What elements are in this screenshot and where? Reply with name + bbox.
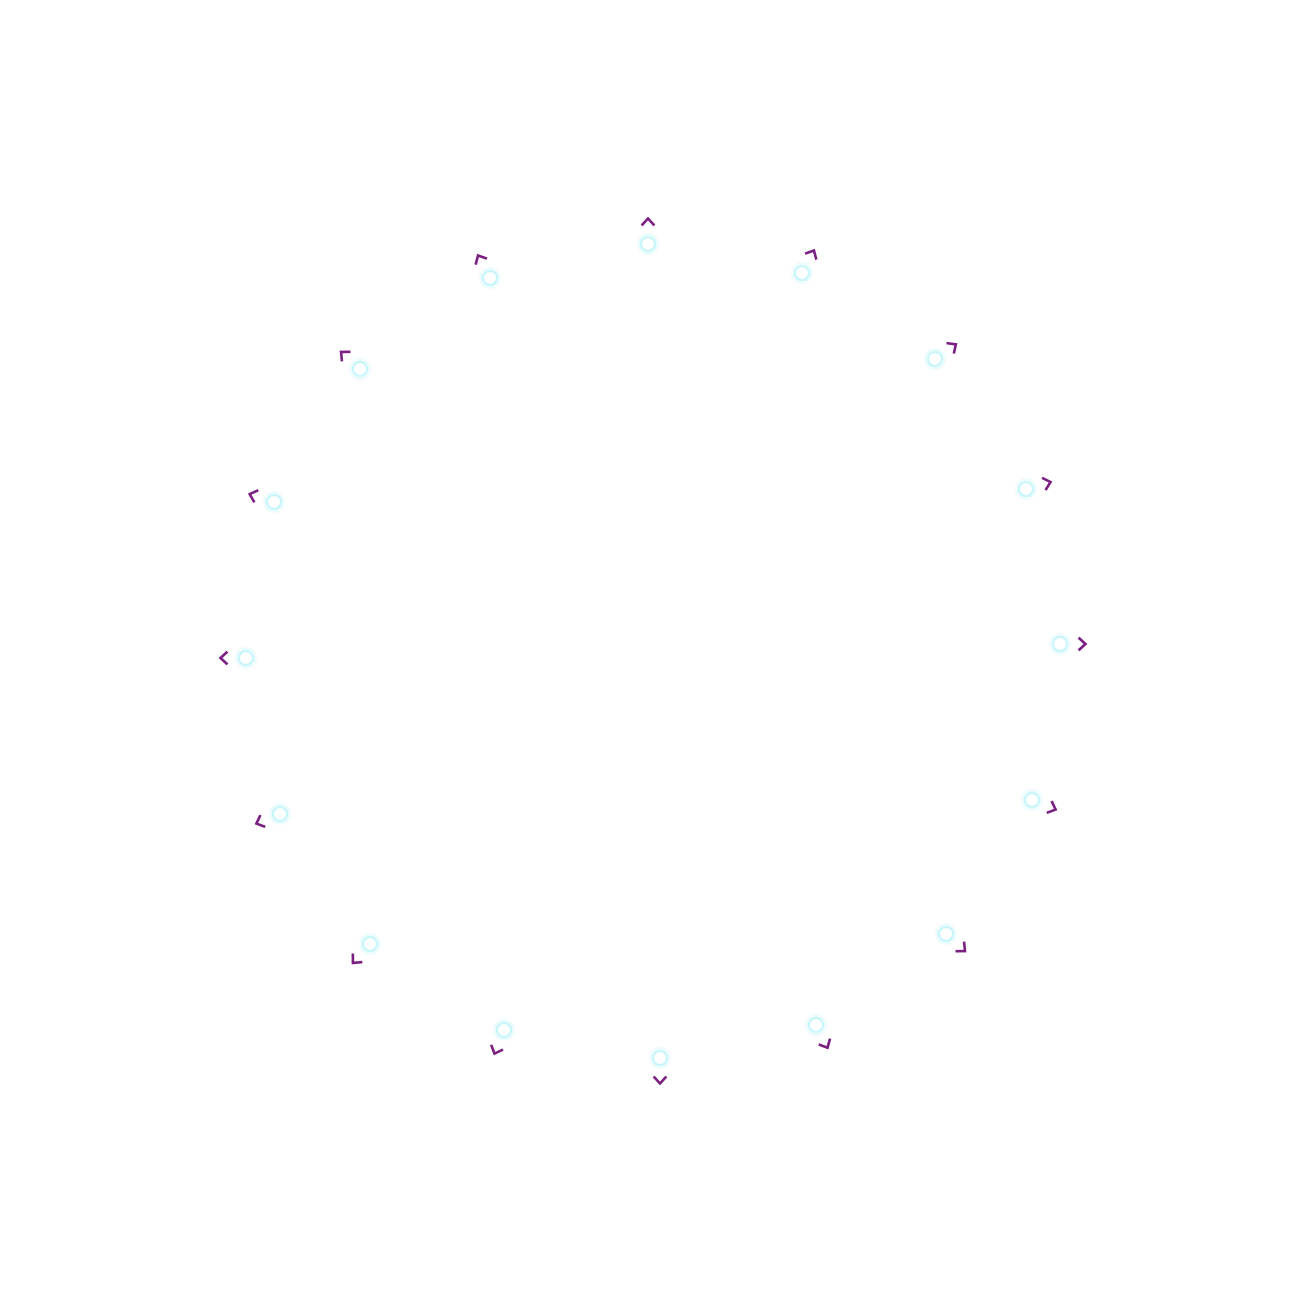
ring-node <box>1021 789 1058 815</box>
chevron-icon <box>652 1075 668 1086</box>
ring-node-icon <box>1023 791 1041 809</box>
chevron-icon <box>1077 636 1088 652</box>
ring-node-icon <box>807 1016 825 1034</box>
ring-node <box>805 1014 832 1050</box>
ring-node-icon <box>937 925 955 943</box>
ring-node <box>218 647 257 669</box>
chevron-icon <box>489 1044 504 1056</box>
chevron-icon <box>247 489 259 503</box>
ring-node <box>1015 476 1053 500</box>
chevron-icon <box>218 650 229 666</box>
ring-node-icon <box>495 1021 513 1039</box>
ring-node <box>489 1019 515 1056</box>
ring-node <box>649 1047 671 1086</box>
ring-node <box>935 923 967 953</box>
ring-node <box>254 803 291 829</box>
ring-node-icon <box>361 935 379 953</box>
chevron-icon <box>1041 476 1053 491</box>
ring-node <box>247 489 285 513</box>
ring-node-icon <box>237 649 255 667</box>
ring-node <box>924 341 958 370</box>
chevron-icon <box>804 248 818 260</box>
chevron-icon <box>254 814 266 829</box>
ring-node-icon <box>651 1049 669 1067</box>
ring-node-icon <box>351 360 369 378</box>
chevron-icon <box>955 941 967 953</box>
ring-node <box>1049 633 1088 655</box>
chevron-icon <box>1046 800 1058 815</box>
chevron-icon <box>818 1038 832 1050</box>
ring-node <box>339 350 371 380</box>
ring-node <box>351 933 381 965</box>
ring-node-icon <box>639 235 657 253</box>
ring-node-icon <box>481 269 499 287</box>
chevron-icon <box>351 953 363 965</box>
chevron-icon <box>640 216 656 227</box>
ring-node-icon <box>271 805 289 823</box>
ring-node <box>637 216 659 255</box>
ring-node <box>474 253 501 289</box>
ring-node-icon <box>1017 480 1035 498</box>
ring-node <box>791 248 818 284</box>
chevron-icon <box>474 253 488 265</box>
ring-group <box>218 216 1088 1086</box>
ring-node-icon <box>265 493 283 511</box>
ring-node-icon <box>926 350 944 368</box>
ring-node-icon <box>1051 635 1069 653</box>
chevron-icon <box>339 350 351 362</box>
ring-node-icon <box>793 264 811 282</box>
chevron-icon <box>946 341 958 354</box>
